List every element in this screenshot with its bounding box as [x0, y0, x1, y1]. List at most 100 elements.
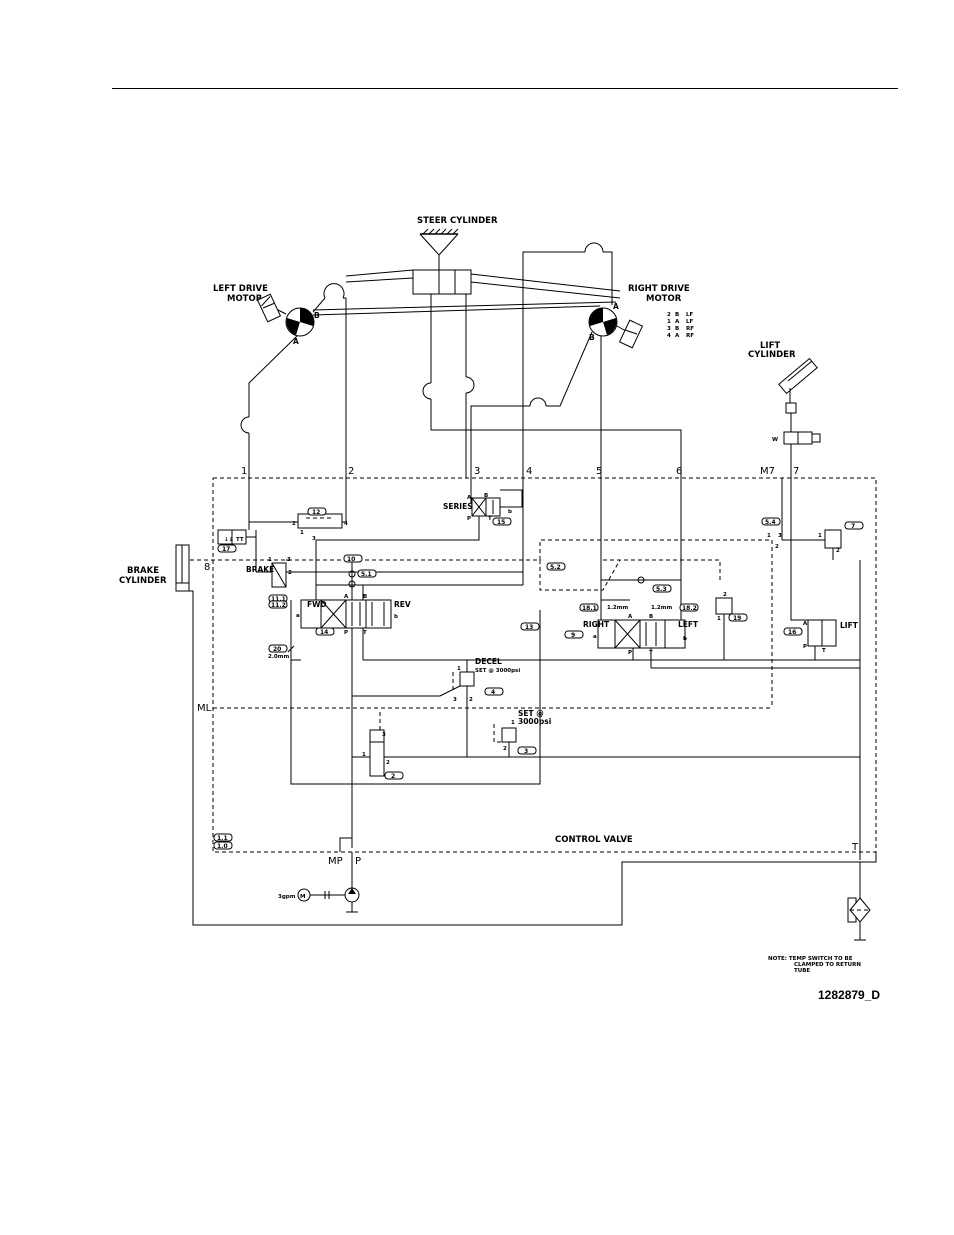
svg-text:CYLINDER: CYLINDER [119, 576, 167, 586]
svg-text:B: B [675, 326, 679, 332]
brake-cylinder: BRAKE CYLINDER [119, 544, 877, 926]
svg-text:2: 2 [288, 570, 292, 576]
svg-text:a: a [593, 634, 597, 640]
svg-text:13: 13 [525, 624, 533, 631]
svg-text:18.2: 18.2 [682, 605, 697, 612]
svg-text:16: 16 [788, 629, 796, 636]
svg-text:B: B [675, 312, 679, 318]
svg-text:18.1: 18.1 [582, 605, 597, 612]
return-filter [847, 862, 871, 941]
svg-text:2: 2 [348, 466, 354, 477]
svg-text:11.1: 11.1 [271, 596, 286, 603]
svg-text:W: W [772, 437, 778, 443]
svg-text:2: 2 [292, 521, 296, 527]
svg-text:LF: LF [686, 319, 694, 325]
svg-text:M: M [300, 894, 305, 900]
svg-text:1.1: 1.1 [217, 835, 228, 842]
svg-text:P: P [344, 630, 348, 636]
svg-text:4: 4 [344, 521, 348, 527]
svg-text:2: 2 [386, 760, 390, 766]
svg-text:SERIES: SERIES [443, 502, 473, 511]
svg-text:a: a [296, 613, 300, 619]
svg-text:1.2mm: 1.2mm [607, 605, 628, 611]
svg-text:A: A [293, 337, 299, 346]
svg-text:8: 8 [204, 562, 210, 573]
svg-text:A: A [675, 319, 680, 325]
svg-text:MP: MP [328, 856, 343, 867]
svg-text:P: P [467, 516, 471, 522]
svg-text:3: 3 [474, 466, 480, 477]
svg-text:TT: TT [236, 537, 244, 543]
svg-text:2: 2 [836, 548, 840, 554]
svg-text:P: P [628, 650, 632, 656]
svg-text:A: A [803, 621, 808, 627]
svg-text:MOTOR: MOTOR [646, 294, 682, 304]
svg-text:1.2mm: 1.2mm [651, 605, 672, 611]
svg-text:A: A [628, 614, 633, 620]
svg-text:7: 7 [851, 523, 855, 530]
svg-text:1: 1 [767, 533, 771, 539]
svg-text:T: T [822, 648, 826, 654]
svg-text:CYLINDER: CYLINDER [748, 350, 796, 360]
svg-text:3: 3 [312, 536, 316, 542]
svg-text:T: T [851, 842, 859, 853]
svg-text:B: B [363, 594, 367, 600]
svg-text:b: b [394, 614, 398, 620]
svg-text:A: A [613, 302, 619, 311]
motor-port-table: 2 B LF 1 A LF 3 B RF 4 A RF [667, 312, 694, 339]
svg-text:TUBE: TUBE [794, 968, 810, 974]
svg-text:CLAMPED TO RETURN: CLAMPED TO RETURN [794, 962, 861, 968]
steer-cylinder: STEER CYLINDER [345, 216, 621, 299]
svg-text:DECEL: DECEL [475, 657, 502, 666]
svg-text:RIGHT DRIVE: RIGHT DRIVE [628, 284, 690, 294]
svg-text:1: 1 [362, 752, 366, 758]
svg-text:1: 1 [717, 616, 721, 622]
svg-text:↓↓: ↓↓ [224, 536, 233, 543]
svg-text:3: 3 [778, 533, 782, 539]
svg-text:1: 1 [457, 666, 461, 672]
svg-text:2: 2 [503, 746, 507, 752]
svg-text:5.2: 5.2 [550, 564, 561, 571]
internal-lines: SERIES A B P T b 2 4 1 3 ↓↓ TT BRAKE [190, 478, 861, 860]
svg-text:4: 4 [526, 466, 532, 477]
svg-text:ML: ML [197, 703, 212, 714]
svg-text:3: 3 [667, 326, 671, 332]
svg-text:2: 2 [723, 592, 727, 598]
svg-text:RIGHT: RIGHT [583, 620, 610, 629]
svg-text:SET @: SET @ [518, 709, 544, 718]
svg-text:7: 7 [793, 466, 799, 477]
svg-text:3gpm: 3gpm [278, 894, 296, 900]
svg-text:4: 4 [667, 333, 671, 339]
svg-text:CONTROL VALVE: CONTROL VALVE [555, 835, 633, 845]
right-drive-motor: RIGHT DRIVE MOTOR A B [588, 284, 690, 349]
svg-text:SET @ 3000psi: SET @ 3000psi [475, 668, 520, 674]
svg-text:14: 14 [320, 629, 328, 636]
svg-text:10: 10 [347, 556, 355, 563]
svg-text:P: P [803, 644, 807, 650]
svg-text:RF: RF [686, 333, 694, 339]
callout-tags: 12 15 17 10 5.1 5.2 5.3 5.4 11.1 11.2 14… [213, 507, 864, 850]
svg-text:B: B [589, 333, 595, 342]
svg-text:17: 17 [222, 546, 230, 553]
svg-text:RF: RF [686, 326, 694, 332]
svg-text:NOTE: TEMP SWITCH TO BE: NOTE: TEMP SWITCH TO BE [768, 956, 853, 962]
svg-text:1: 1 [667, 319, 671, 325]
svg-text:2: 2 [391, 773, 395, 780]
svg-text:b: b [683, 636, 687, 642]
svg-text:1.0: 1.0 [217, 843, 228, 850]
svg-text:20: 20 [273, 646, 281, 653]
svg-text:STEER CYLINDER: STEER CYLINDER [417, 216, 498, 226]
svg-text:2: 2 [469, 697, 473, 703]
svg-text:T: T [363, 630, 367, 636]
svg-text:9: 9 [571, 632, 575, 639]
svg-text:BRAKE: BRAKE [127, 566, 159, 576]
svg-text:3: 3 [453, 697, 457, 703]
header-rule [112, 88, 898, 89]
svg-text:B: B [314, 311, 320, 320]
svg-text:1: 1 [268, 557, 272, 563]
svg-text:1: 1 [300, 530, 304, 536]
svg-text:A: A [675, 333, 680, 339]
svg-text:2: 2 [667, 312, 671, 318]
svg-text:3: 3 [524, 748, 528, 755]
